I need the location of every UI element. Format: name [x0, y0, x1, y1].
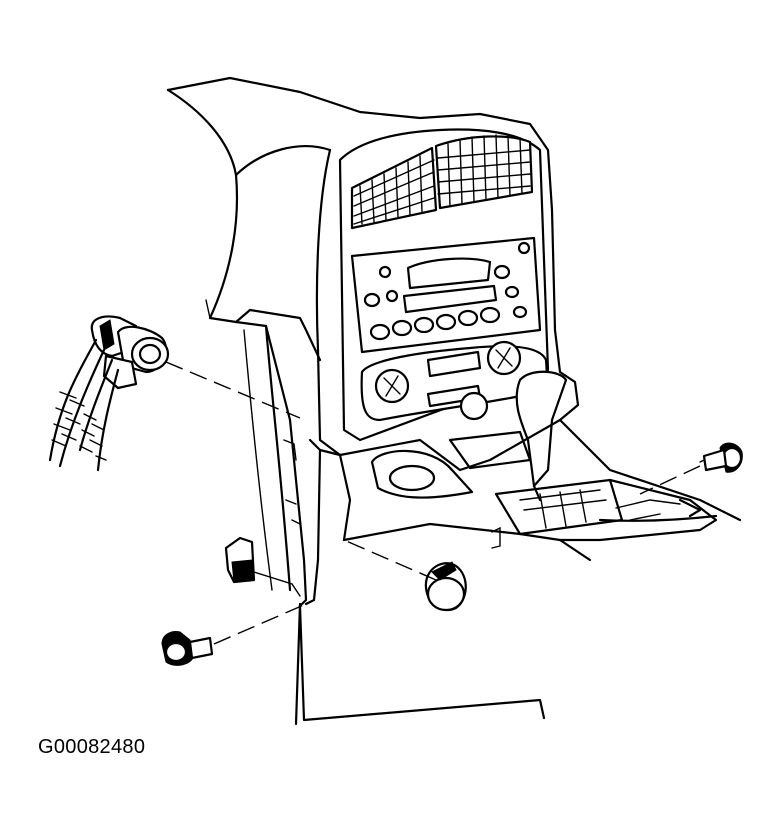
air-vent-left	[350, 146, 438, 230]
accessory-outlet-assembly	[48, 315, 170, 472]
outlet-alignment-line	[165, 361, 301, 419]
climate-control-panel	[360, 340, 550, 422]
air-vent-right	[434, 134, 534, 210]
instrument-panel	[166, 76, 580, 457]
fastener-left	[161, 631, 214, 666]
shift-lever	[515, 370, 568, 502]
cap-alignment-line	[343, 539, 437, 581]
outlet-cap	[424, 561, 467, 612]
console-side-panel	[234, 320, 592, 726]
figure-id-label: G00082480	[38, 736, 146, 758]
fastener-left-alignment-line	[213, 603, 307, 645]
fastener-right-alignment-line	[639, 465, 701, 495]
radio-unit	[350, 236, 542, 354]
fastener-right	[699, 442, 743, 473]
tray-corner-mark	[491, 526, 501, 549]
center-stack-bezel	[338, 128, 550, 442]
side-panel-clip	[224, 439, 301, 597]
console-tray	[338, 418, 742, 542]
